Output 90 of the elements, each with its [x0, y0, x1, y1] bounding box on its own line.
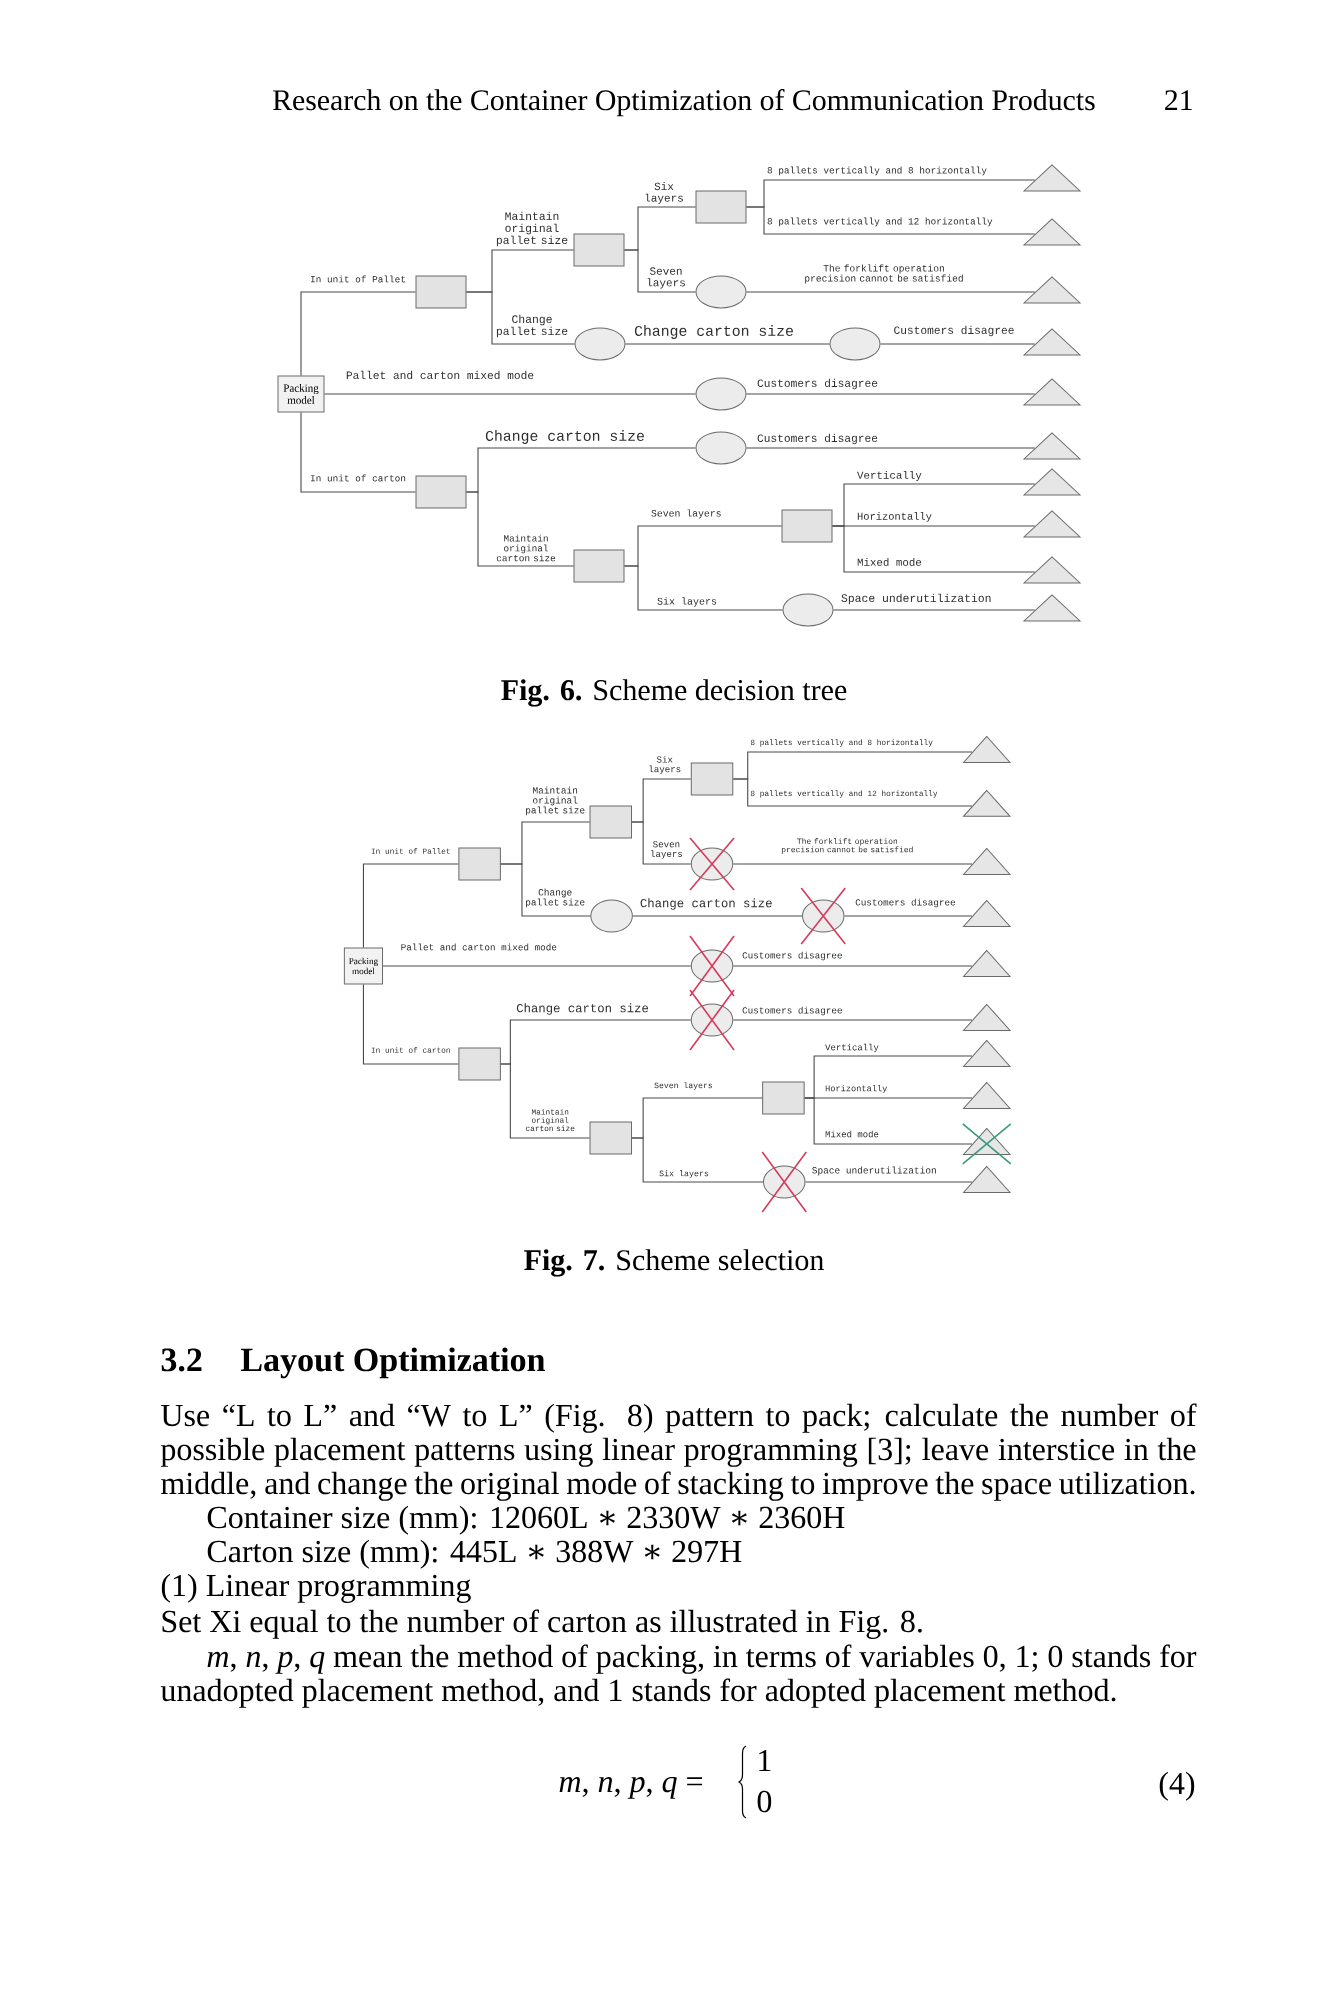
figure-caption: Fig. 6. Scheme decision tree	[501, 679, 847, 707]
end-triangle	[1023, 164, 1081, 192]
decision-box	[458, 847, 501, 881]
end-triangle	[963, 1127, 1011, 1155]
body-paragraph: Use “L to L” and “W to L” (Fig. 8) pattern to pack; calculate the number of possible placement patterns using linear programming [3]; leave interstice in the middle, and change the original mode of stacking to improve the space utilization.	[160, 1403, 1197, 1501]
end-triangle	[963, 847, 1011, 875]
figure-caption: Fig. 7. Scheme selection	[524, 1249, 824, 1277]
end-triangle	[963, 1003, 1011, 1031]
branch-line	[300, 411, 417, 493]
chance-circle	[802, 899, 845, 933]
equation-number: (4)	[1159, 1771, 1195, 1801]
decision-box	[690, 762, 734, 796]
branch-line	[843, 915, 973, 917]
branch-line	[624, 343, 831, 345]
branch-line	[732, 778, 973, 807]
equation-text: m, n, p, q =	[559, 1776, 702, 1799]
end-triangle	[1023, 328, 1081, 356]
body-paragraph: m, n, p, q mean the method of packing, in terms of variables 0, 1; 0 stands for unadopted placement method, and 1 stands for adopted placement method.	[160, 1644, 1197, 1708]
branch-line	[323, 393, 697, 395]
chance-circle	[695, 275, 747, 309]
branch-line	[300, 291, 417, 377]
decision-box	[695, 190, 747, 224]
branch-line	[362, 983, 459, 1065]
branch-line	[879, 343, 1036, 345]
chance-circle	[590, 899, 633, 933]
branch-line	[831, 525, 1036, 573]
decision-box	[573, 549, 625, 583]
end-triangle	[1023, 218, 1081, 246]
branch-line	[832, 609, 1036, 611]
decision-box	[573, 233, 625, 267]
decision-box	[458, 1047, 501, 1081]
chance-circle	[829, 327, 881, 361]
branch-line	[362, 863, 459, 949]
branch-line	[804, 1097, 973, 1145]
decision-box	[781, 509, 833, 543]
branch-line	[500, 863, 591, 917]
section-number: 3.2	[161, 1348, 202, 1372]
branch-line	[465, 291, 576, 345]
end-triangle	[1023, 510, 1081, 538]
branch-line	[745, 447, 1036, 449]
end-triangle	[1023, 432, 1081, 460]
body-text: Set Xi equal to the number of carton as illustrated in Fig. 8.	[162, 1609, 922, 1639]
branch-line	[631, 1137, 764, 1183]
branch-line	[631, 821, 692, 865]
chance-circle	[695, 377, 747, 411]
branch-line	[732, 965, 973, 967]
end-triangle	[963, 1165, 1011, 1193]
end-triangle	[1023, 594, 1081, 622]
branch-line	[745, 393, 1036, 395]
chance-circle	[690, 1003, 734, 1037]
decision-box	[589, 805, 632, 839]
chance-circle	[690, 949, 734, 983]
end-triangle	[963, 789, 1011, 817]
end-triangle	[1023, 378, 1081, 406]
chance-circle	[690, 847, 734, 881]
body-text: Carton size (mm): 445L ∗ 388W ∗ 297H	[207, 1539, 742, 1569]
end-triangle	[963, 735, 1011, 763]
branch-line	[500, 1063, 591, 1139]
branch-line	[632, 915, 803, 917]
body-text: (1) Linear programming	[161, 1573, 471, 1603]
chance-circle	[782, 593, 834, 627]
end-triangle	[1023, 556, 1081, 584]
branch-line	[623, 565, 784, 611]
branch-line	[804, 1181, 973, 1183]
branch-line	[732, 1019, 973, 1021]
section-heading: Layout Optimization	[241, 1347, 545, 1379]
branch-line	[382, 965, 692, 967]
branch-line	[732, 863, 973, 865]
chance-circle	[763, 1165, 806, 1199]
chance-circle	[695, 431, 747, 465]
end-triangle	[963, 1039, 1011, 1067]
end-triangle	[963, 1081, 1011, 1109]
end-triangle	[963, 949, 1011, 977]
decision-box	[589, 1121, 632, 1155]
end-triangle	[1023, 276, 1081, 304]
chance-circle	[574, 327, 626, 361]
branch-line	[745, 206, 1036, 235]
branch-line	[465, 491, 575, 567]
running-header: Research on the Container Optimization of Communication Products	[273, 89, 1095, 117]
decision-box	[762, 1081, 805, 1115]
decision-box	[415, 275, 467, 309]
equation-text: 1	[759, 1749, 771, 1771]
branch-line	[745, 291, 1036, 293]
equation-text: 0	[757, 1790, 772, 1813]
body-text: Container size (mm): 12060L ∗ 2330W ∗ 2360H	[207, 1505, 845, 1535]
decision-box	[415, 475, 467, 509]
end-triangle	[963, 899, 1011, 927]
end-triangle	[1023, 468, 1081, 496]
page-number: 21	[1165, 90, 1192, 110]
branch-line	[623, 249, 697, 293]
